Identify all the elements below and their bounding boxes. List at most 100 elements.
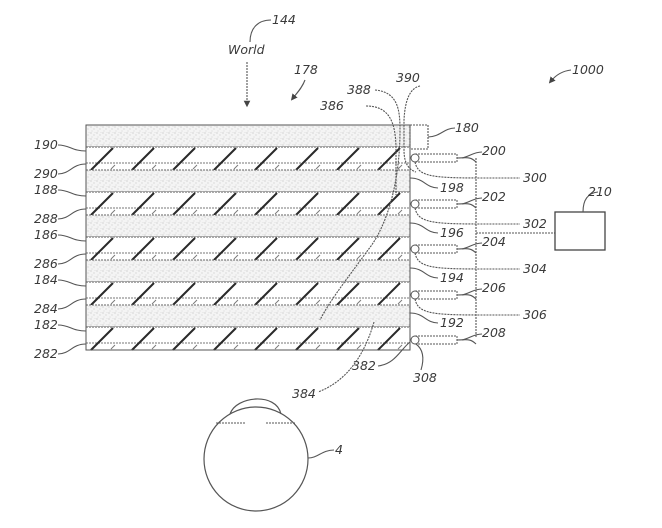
fiber-label-306: 306 <box>523 307 547 322</box>
grating-slant <box>336 282 360 306</box>
figure-ref-label: 1000 <box>572 62 604 77</box>
grating-tick <box>397 164 403 170</box>
grating-slant <box>295 282 319 306</box>
grating-tick <box>110 254 116 260</box>
injector-tip-204 <box>410 244 420 254</box>
grating-slant <box>336 192 360 216</box>
grating-slant <box>377 282 401 306</box>
injector-lead <box>456 203 477 209</box>
grating-tick <box>397 254 403 260</box>
grating-tick <box>274 254 280 260</box>
world-ref-leader <box>249 19 272 43</box>
cornea <box>229 398 282 415</box>
grating-tick <box>233 299 239 305</box>
grating-slant <box>90 192 114 216</box>
grating-slant <box>254 192 278 216</box>
grating-tick <box>315 299 321 305</box>
grating-slant <box>90 282 114 306</box>
spacer-layer <box>85 169 411 193</box>
fiber-label-300: 300 <box>523 170 547 185</box>
grating-slant <box>172 192 196 216</box>
injector-leader <box>461 333 483 341</box>
grating-tick <box>192 209 198 215</box>
injector-label-202: 202 <box>482 189 506 204</box>
injector-lead <box>456 157 477 163</box>
grating-tick <box>356 254 362 260</box>
injector-label-208: 208 <box>482 325 506 340</box>
grating-tick <box>192 164 198 170</box>
fiber-label-304: 304 <box>523 261 547 276</box>
layer-label-186: 186 <box>34 227 58 242</box>
layer-label-288: 288 <box>34 211 58 226</box>
injector-leader <box>461 288 483 296</box>
injector-leader <box>461 242 483 250</box>
curve-390 <box>403 85 421 173</box>
grating-slant <box>90 327 114 351</box>
grating-slant <box>213 192 237 216</box>
layer-leader <box>57 279 87 287</box>
grating-slant <box>213 237 237 261</box>
grating-slant <box>377 327 401 351</box>
grating-slant <box>336 147 360 171</box>
injector-lead <box>456 294 477 300</box>
leader-382 <box>377 341 411 367</box>
label-384: 384 <box>292 386 316 401</box>
grating-slant <box>131 192 155 216</box>
label-210: 210 <box>588 184 612 199</box>
grating-tick <box>151 209 157 215</box>
curve-384 <box>317 321 375 393</box>
grating-slant <box>377 192 401 216</box>
injector-tip-202 <box>410 199 420 209</box>
grating-slant <box>90 147 114 171</box>
layer-label-190: 190 <box>34 137 58 152</box>
fiber-304 <box>414 252 520 270</box>
layer-leader <box>57 298 87 310</box>
injector-label-204: 204 <box>482 234 506 249</box>
grating-slant <box>213 282 237 306</box>
spacer-label: 198 <box>440 180 464 195</box>
grating-slant <box>172 282 196 306</box>
fiber-306 <box>414 298 520 316</box>
grating-tick <box>233 254 239 260</box>
layer-label-188: 188 <box>34 182 58 197</box>
grating-tick <box>356 209 362 215</box>
grating-tick <box>192 299 198 305</box>
grating-tick <box>274 164 280 170</box>
fiber-label-302: 302 <box>523 216 547 231</box>
injector-body-202 <box>414 199 458 209</box>
grating-tick <box>274 299 280 305</box>
light-ref-label: 178 <box>294 62 318 77</box>
grating-slant <box>172 237 196 261</box>
grating-slant <box>172 147 196 171</box>
layer-label-182: 182 <box>34 317 58 332</box>
injector-label-200: 200 <box>482 143 506 158</box>
grating-slant <box>131 327 155 351</box>
grating-slant <box>131 237 155 261</box>
grating-tick <box>274 209 280 215</box>
grating-slant <box>213 147 237 171</box>
world-ref-label: 144 <box>272 12 296 27</box>
label-388: 388 <box>347 82 371 97</box>
grating-slant <box>254 327 278 351</box>
spacer-leader <box>409 222 439 234</box>
grating-tick <box>397 209 403 215</box>
grating-tick <box>192 344 198 350</box>
grating-slant <box>377 237 401 261</box>
grating-tick <box>315 164 321 170</box>
eye: 4 <box>203 398 343 512</box>
grating-tick <box>233 209 239 215</box>
grating-slant <box>172 327 196 351</box>
injector-tip-200 <box>410 153 420 163</box>
spacer-leader <box>409 177 439 189</box>
grating-tick <box>110 299 116 305</box>
grating-slant <box>295 147 319 171</box>
layer-leader <box>57 144 87 152</box>
layer-label-290: 290 <box>34 166 58 181</box>
grating-tick <box>110 164 116 170</box>
layer-leader <box>57 324 87 332</box>
label-390: 390 <box>396 70 420 85</box>
leader-308 <box>415 343 424 371</box>
grating-tick <box>151 299 157 305</box>
injector-lead <box>456 248 477 254</box>
